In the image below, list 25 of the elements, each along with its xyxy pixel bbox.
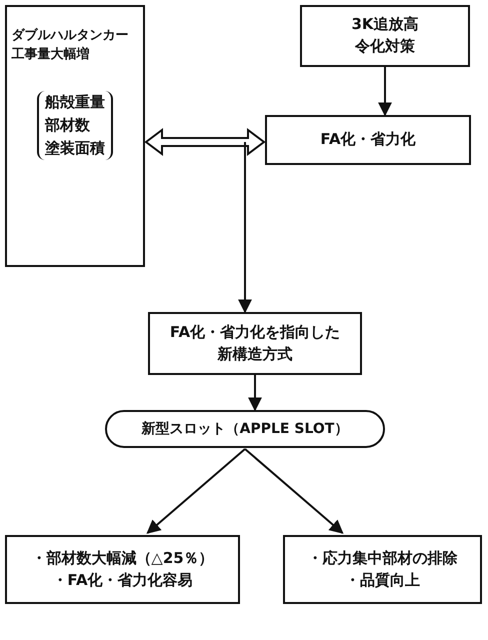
double-arrow xyxy=(144,128,266,156)
arrow xyxy=(244,448,344,534)
heading-text: ダブルハルタンカー工事量大幅増 xyxy=(11,27,130,64)
node-text: FA化・省力化を指向した新構造方式 xyxy=(168,322,342,364)
node-text: ・部材数大幅減（△25％） xyxy=(31,548,214,569)
node-text: ・応力集中部材の排除 xyxy=(308,548,458,569)
process-box xyxy=(5,535,240,604)
process-box xyxy=(283,535,482,604)
process-box xyxy=(300,5,470,67)
arrow xyxy=(146,448,246,534)
node-text: ・品質向上 xyxy=(345,570,420,590)
process-box xyxy=(265,115,471,165)
node-text: 3K追放高令化対策 xyxy=(350,14,420,57)
node-text: 新型スロット（APPLE SLOT） xyxy=(142,420,348,439)
process-box xyxy=(148,312,362,375)
process-box xyxy=(5,5,145,267)
node-text: ・FA化・省力化容易 xyxy=(52,570,193,590)
rounded-process-box xyxy=(105,410,385,448)
node-text: FA化・省力化 xyxy=(320,129,416,150)
list-item: 船殻重量 xyxy=(45,92,105,113)
arrow xyxy=(378,67,392,116)
list-item: 塗装面積 xyxy=(45,138,105,160)
arrow xyxy=(248,375,262,412)
arrow xyxy=(238,142,252,314)
list-item: 部材数 xyxy=(45,114,91,136)
